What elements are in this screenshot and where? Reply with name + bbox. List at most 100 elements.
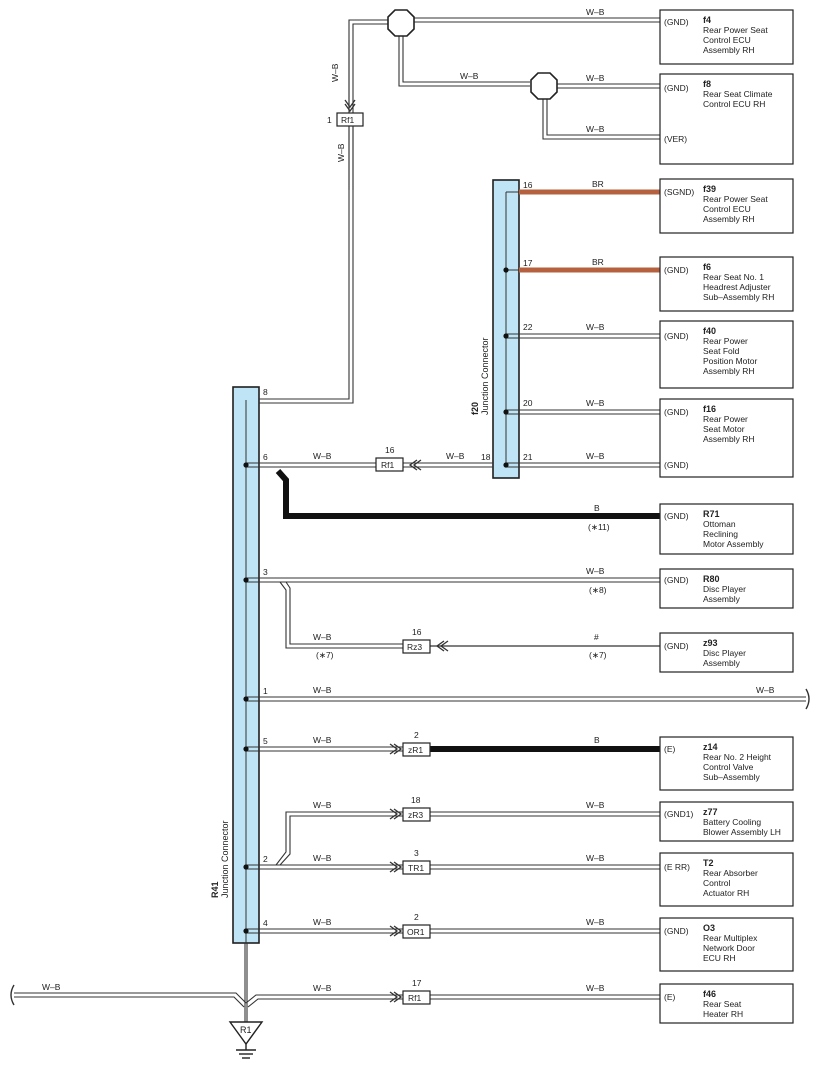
component-pin-label: (GND) xyxy=(664,926,689,936)
component-description-line: Headrest Adjuster xyxy=(703,282,771,292)
svg-text:1: 1 xyxy=(327,115,332,125)
svg-text:(∗8): (∗8) xyxy=(589,585,607,595)
component-code: R71 xyxy=(703,509,720,519)
svg-text:OR1: OR1 xyxy=(407,927,425,937)
svg-text:W–B: W–B xyxy=(313,853,332,863)
component-z93 xyxy=(659,632,794,673)
component-pin-label: (GND) xyxy=(664,641,689,651)
component-description-line: Motor Assembly xyxy=(703,539,764,549)
svg-text:W–B: W–B xyxy=(313,917,332,927)
svg-text:4: 4 xyxy=(263,918,268,928)
svg-text:W–B: W–B xyxy=(586,124,605,134)
r41-code: R41 xyxy=(210,881,220,898)
svg-text:2: 2 xyxy=(414,730,419,740)
svg-text:W–B: W–B xyxy=(586,800,605,810)
chevron-left-icon xyxy=(435,640,449,652)
component-description-line: Assembly RH xyxy=(703,214,754,224)
component-code: f40 xyxy=(703,326,716,336)
svg-text:W–B: W–B xyxy=(313,632,332,642)
svg-text:22: 22 xyxy=(523,322,533,332)
component-description-line: Battery Cooling xyxy=(703,817,761,827)
svg-text:W–B: W–B xyxy=(586,853,605,863)
svg-text:W–B: W–B xyxy=(586,322,605,332)
connector-rf1-top xyxy=(336,112,364,127)
component-description-line: Rear Multiplex xyxy=(703,933,758,943)
component-pin-label: (VER) xyxy=(664,134,687,144)
component-z77 xyxy=(659,801,794,842)
component-pin-label: (GND) xyxy=(664,460,689,470)
svg-text:16: 16 xyxy=(385,445,395,455)
svg-text:W–B: W–B xyxy=(313,735,332,745)
pin-labels: 8 6 3 1 5 2 4 16 17 22 20 21 18 xyxy=(263,180,533,928)
component-f8 xyxy=(659,73,794,165)
connector-tr1 xyxy=(402,860,431,875)
component-description-line: Control ECU xyxy=(703,35,751,45)
svg-text:BR: BR xyxy=(592,257,604,267)
component-description-line: Assembly xyxy=(703,658,741,668)
component-f4 xyxy=(659,9,794,65)
component-description-line: Actuator RH xyxy=(703,888,749,898)
component-r71 xyxy=(659,503,794,555)
component-code: z14 xyxy=(703,742,718,752)
component-t2 xyxy=(659,852,794,907)
connector-zr3 xyxy=(402,807,431,822)
svg-text:(∗7): (∗7) xyxy=(316,650,334,660)
svg-text:3: 3 xyxy=(414,848,419,858)
svg-text:W–B: W–B xyxy=(586,566,605,576)
svg-text:5: 5 xyxy=(263,736,268,746)
component-pin-label: (SGND) xyxy=(664,187,694,197)
component-pin-label: (E RR) xyxy=(664,862,690,872)
chevron-right-icon xyxy=(389,743,403,755)
wire-break-right xyxy=(805,688,810,710)
component-code: z77 xyxy=(703,807,718,817)
svg-text:B: B xyxy=(594,503,600,513)
component-description-line: Seat Motor xyxy=(703,424,745,434)
component-description-line: Control ECU RH xyxy=(703,99,765,109)
svg-text:18: 18 xyxy=(481,452,491,462)
component-code: z93 xyxy=(703,638,718,648)
component-description-line: Assembly RH xyxy=(703,366,754,376)
component-code: f8 xyxy=(703,79,711,89)
component-description-line: Reclining xyxy=(703,529,738,539)
svg-text:zR3: zR3 xyxy=(408,810,423,820)
chevron-right-icon xyxy=(389,861,403,873)
svg-text:Rz3: Rz3 xyxy=(407,642,422,652)
component-f39 xyxy=(659,178,794,234)
svg-text:17: 17 xyxy=(523,258,533,268)
svg-text:TR1: TR1 xyxy=(408,863,424,873)
svg-text:17: 17 xyxy=(412,978,422,988)
component-o3 xyxy=(659,917,794,972)
svg-text:2: 2 xyxy=(263,854,268,864)
component-code: f6 xyxy=(703,262,711,272)
connector-rz3 xyxy=(402,639,431,654)
inline-connector-group: Rf1 16 Rz3 16 zR1 2 zR3 18 TR1 3 OR1 2 R… xyxy=(375,445,449,1005)
ground-icon xyxy=(236,1044,256,1059)
wire-r41-8 xyxy=(259,19,389,400)
f20-code: f20 xyxy=(470,402,480,415)
component-description-line: Position Motor xyxy=(703,356,757,366)
svg-text:16: 16 xyxy=(412,627,422,637)
component-code: O3 xyxy=(703,923,715,933)
svg-text:Rf1: Rf1 xyxy=(341,115,355,125)
component-description-line: Control xyxy=(703,878,731,888)
splice-point-top xyxy=(387,9,415,37)
ground-label: R1 xyxy=(240,1025,252,1035)
chevron-down-icon xyxy=(344,99,356,113)
component-code: f4 xyxy=(703,15,711,25)
svg-text:B: B xyxy=(594,735,600,745)
component-code: f16 xyxy=(703,404,716,414)
wire-labels: W–B W–B W–B W–B W–B W–B BR BR W–B W–B W–… xyxy=(42,7,775,993)
component-code: f39 xyxy=(703,184,716,194)
component-description-line: Disc Player xyxy=(703,584,746,594)
junction-dots xyxy=(243,267,509,934)
component-pin-label: (GND) xyxy=(664,17,689,27)
svg-text:6: 6 xyxy=(263,452,268,462)
chevron-right-icon xyxy=(389,808,403,820)
svg-text:W–B: W–B xyxy=(586,398,605,408)
svg-text:W–B: W–B xyxy=(313,800,332,810)
component-code: f46 xyxy=(703,989,716,999)
connector-or1 xyxy=(402,924,431,939)
component-pin-label: (GND1) xyxy=(664,809,693,819)
component-f40 xyxy=(659,320,794,389)
